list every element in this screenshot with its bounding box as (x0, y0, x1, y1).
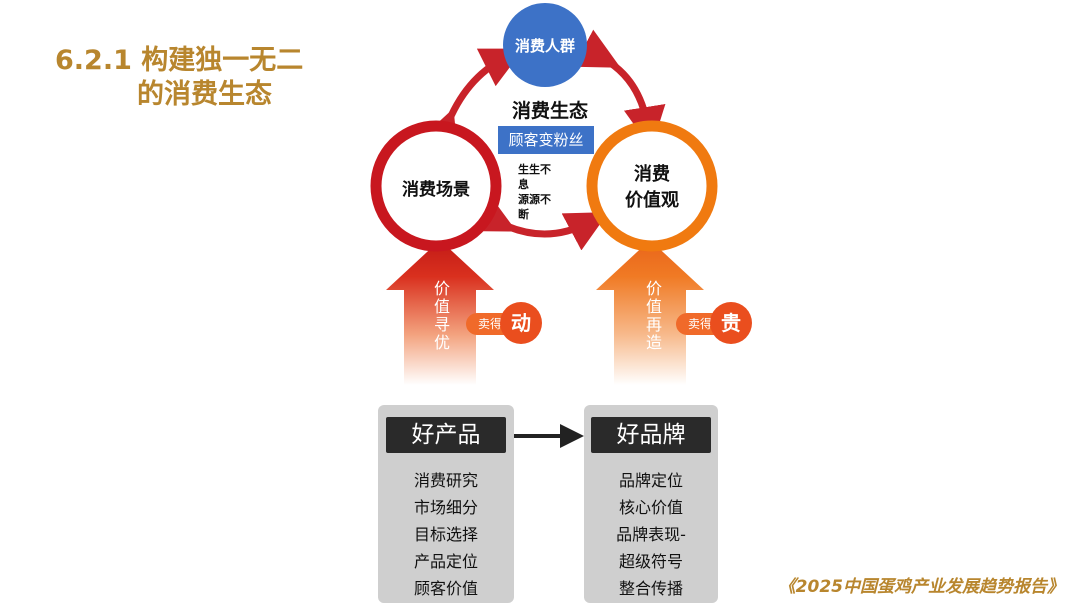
box-right-item: 品牌表现- (616, 525, 686, 544)
center-heading: 消费生态 (511, 100, 588, 122)
box-left-item: 消费研究 (413, 471, 478, 490)
center-tag: 顾客变粉丝 (498, 126, 594, 154)
box-good-brand: 好品牌 品牌定位 核心价值 品牌表现- 超级符号 整合传播 (584, 405, 718, 603)
circle-right (586, 120, 718, 252)
side-text-line: 息 (518, 178, 529, 191)
circle-left-label: 消费场景 (402, 180, 470, 200)
cycle-arrow-bottom (469, 193, 609, 251)
side-text-line: 源源不 (518, 193, 551, 206)
title-line-2: 的消费生态 (137, 79, 272, 110)
page-title: 6.2.1 构建独一无二 的消费生态 (55, 44, 355, 112)
box-left-item: 顾客价值 (413, 579, 478, 598)
report-footer: 《2025中国蛋鸡产业发展趋势报告》 (778, 577, 1064, 597)
side-text-line: 生生不 (518, 163, 551, 176)
cycle-arrow-left-top (418, 48, 524, 156)
box-right-item: 核心价值 (618, 498, 683, 517)
side-text-line: 断 (518, 208, 529, 221)
left-arrow-label: 价值寻优 (431, 280, 450, 352)
left-up-arrow (386, 240, 494, 385)
right-up-arrow (596, 240, 704, 385)
box-left-item: 目标选择 (413, 525, 478, 544)
center-side-text: 生生不 息 源源不 断 (518, 162, 551, 222)
box-left-item: 产品定位 (413, 552, 478, 571)
box-good-product: 好产品 消费研究 市场细分 目标选择 产品定位 顾客价值 (378, 405, 514, 603)
left-badge: 动 (500, 302, 542, 344)
circle-left (370, 120, 502, 252)
circle-top-label: 消费人群 (514, 37, 575, 55)
box-left-head: 好产品 (386, 417, 506, 453)
box-right-item: 整合传播 (618, 579, 683, 598)
circle-top (503, 3, 587, 87)
circle-right-line-2: 价值观 (625, 190, 679, 211)
circle-right-line-1: 消费 (634, 164, 670, 185)
title-line-1: 6.2.1 构建独一无二 (55, 45, 304, 76)
right-badge: 贵 (710, 302, 752, 344)
box-right-item: 品牌定位 (618, 471, 683, 490)
circle-right-label: 消费 价值观 (606, 162, 698, 214)
cycle-arrow-top-right (573, 29, 666, 149)
right-arrow-label: 价值再造 (643, 280, 662, 352)
box-left-item: 市场细分 (413, 498, 478, 517)
box-right-item: 超级符号 (618, 552, 683, 571)
box-right-head: 好品牌 (591, 417, 711, 453)
